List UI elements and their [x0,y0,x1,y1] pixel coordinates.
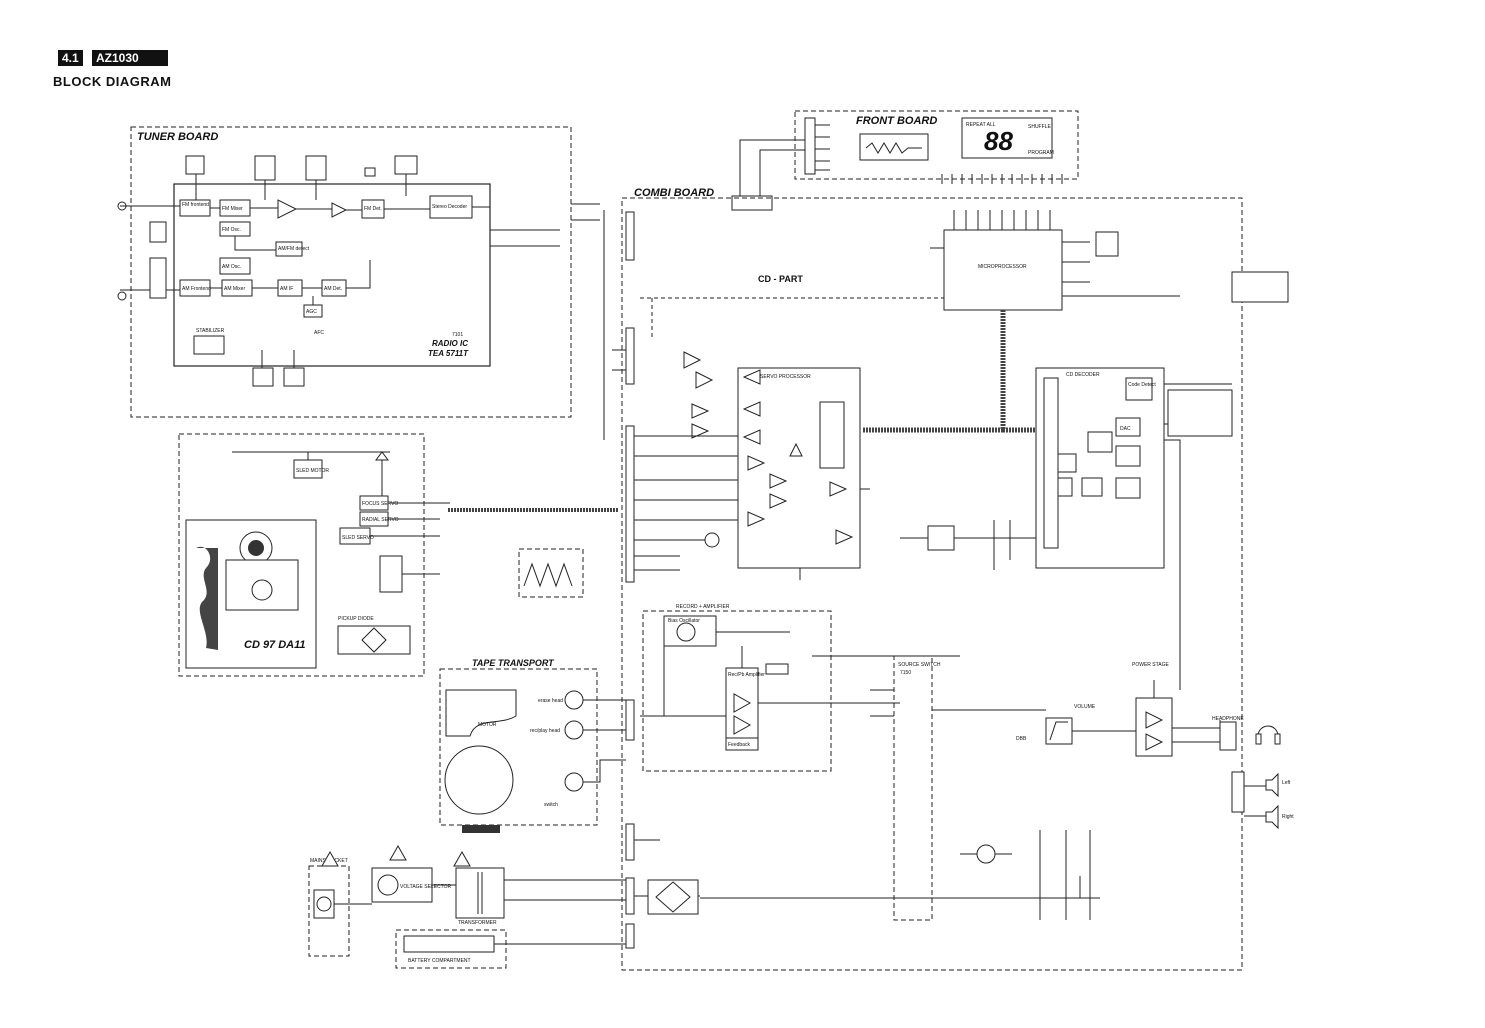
display-digits: 88 [984,126,1013,156]
am-det-label: AM Det. [324,286,342,292]
voltage-selector-label: VOLTAGE SELECTOR [400,884,452,890]
battery-label: BATTERY COMPARTMENT [408,958,471,964]
ic-ref-label: 7101 [452,332,463,338]
fm-frontend-label: FM frontend [182,202,209,208]
source-ref-label: 7150 [900,670,911,676]
cd-loader: SLED MOTOR CD 97 DA11 FOCUS SERVO RADIAL… [178,433,618,677]
sled-servo-label: SLED SERVO [342,535,374,541]
feedback-label: Feedback [728,742,750,748]
loader-label: CD 97 DA11 [244,639,306,651]
transformer-label: TRANSFORMER [458,920,497,926]
radio-ic-label: RADIO IC [432,339,468,348]
am-if-label: AM IF [280,286,293,292]
display-program: PROGRAM [1028,150,1054,156]
fm-det-label: FM Det. [364,206,382,212]
display-repeat: REPEAT ALL [966,122,996,128]
afc-label: AFC [314,330,324,336]
source-switch-label: SOURCE SWITCH [898,662,941,668]
stabilizer-label: STABILIZER [196,328,225,334]
tape-motor-label: MOTOR [478,722,497,728]
volume-label: VOLUME [1074,704,1096,710]
speaker-right-label: Right [1282,814,1294,820]
am-mixer-label: AM Mixer [224,286,245,292]
front-board: FRONT BOARD 88 SHUFFLE PROGRAM REPEAT AL… [731,110,1079,211]
combi-board: COMBI BOARD CD - PART MICROPROCESSOR SER… [621,187,1294,971]
code-detect-label: Code Detect [1128,382,1156,388]
recplay-label: RECORD + AMPLIFIER [676,604,730,610]
display-shuffle: SHUFFLE [1028,124,1051,130]
power-stage-label: POWER STAGE [1132,662,1170,668]
fm-osc-label: FM Osc. [222,227,241,233]
fm-mixer-label: FM Mixer [222,206,243,212]
decoder-label: CD DECODER [1066,372,1100,378]
dbb-label: DBB [1016,736,1027,742]
tape-switch-label: switch [544,802,558,808]
dac-label: DAC [1120,426,1131,432]
radial-servo-label: RADIAL SERVO [362,517,399,523]
erase-head-label: erase head [538,698,563,704]
pickup-label: PICKUP DIODE [338,616,374,622]
am-osc-label: AM Osc. [222,264,241,270]
micro-label: MICROPROCESSOR [978,264,1027,270]
front-board-label: FRONT BOARD [856,115,937,127]
agc-label: AGC [306,309,317,315]
tuner-board-label: TUNER BOARD [137,131,218,143]
combi-board-label: COMBI BOARD [634,187,714,199]
preamp-label: Rec/Pb Amplifier [728,672,765,678]
tape-transport: TAPE TRANSPORT MOTOR erase head rec/play… [439,658,626,833]
cd-part-label: CD - PART [758,274,803,284]
eye-pattern-box [518,548,584,598]
mains-section: MAINS SOCKET VOLTAGE SELECTOR TRANSFORME… [308,844,626,969]
tape-board-label: TAPE TRANSPORT [472,658,555,668]
radio-ic-type: TEA 5711T [428,349,469,358]
bias-osc-label: Bias Oscillator [668,618,700,624]
rec-head-label: rec/play head [530,728,560,734]
headphone-label: HEADPHONE [1212,716,1244,722]
am-frontend-label: AM Frontend [182,286,211,292]
section-number: 4.1 [58,50,83,66]
focus-servo-label: FOCUS SERVO [362,501,398,507]
speaker-left-label: Left [1282,780,1291,786]
stereo-decoder-label: Stereo Decoder [432,204,467,210]
sled-motor-label: SLED MOTOR [296,468,329,474]
model-badge: AZ1030 [92,50,168,66]
page-title: BLOCK DIAGRAM [53,74,172,89]
am-fm-detect-label: AM/FM detect [278,246,310,252]
tuner-board: TUNER BOARD FM frontend FM Mixer FM Osc.… [117,126,572,418]
servo-label: SERVO PROCESSOR [760,374,811,380]
